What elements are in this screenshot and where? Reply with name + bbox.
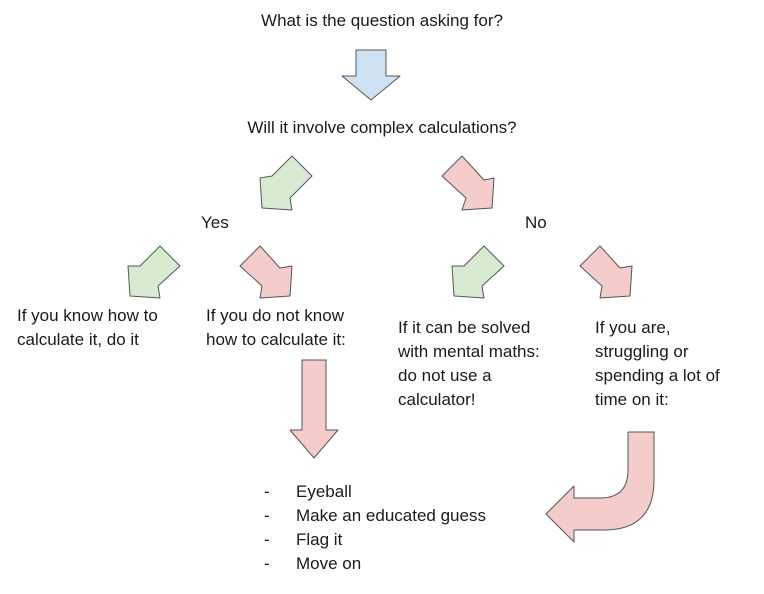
action-item: - Move on	[262, 552, 486, 576]
bullet-dash: -	[264, 506, 270, 525]
struggling-line-2: struggling or	[595, 342, 689, 361]
know-how-line-2: calculate it, do it	[17, 330, 139, 349]
no-label: No	[525, 213, 547, 232]
know-how-option: If you know how to calculate it, do it	[17, 304, 158, 352]
struggling-option: If you are, struggling or spending a lot…	[595, 316, 720, 412]
bullet-dash: -	[264, 482, 270, 501]
bullet-dash: -	[264, 554, 270, 573]
red-arrow-to-no	[441, 155, 495, 211]
action-flag-it: Flag it	[296, 530, 343, 549]
mental-maths-option: If it can be solved with mental maths: d…	[398, 316, 540, 412]
red-curved-arrow	[545, 431, 655, 543]
mental-line-2: with mental maths:	[398, 342, 540, 361]
action-educated-guess: Make an educated guess	[296, 506, 486, 525]
action-move-on: Move on	[296, 554, 362, 573]
blue-down-arrow	[341, 49, 401, 101]
mental-line-1: If it can be solved	[398, 318, 531, 337]
red-arrow-to-dont-know	[239, 245, 293, 299]
mental-line-4: calculator!	[398, 390, 476, 409]
struggling-line-4: time on it:	[595, 390, 669, 409]
green-arrow-to-yes	[259, 155, 313, 211]
yes-label: Yes	[201, 213, 229, 232]
dont-know-line-1: If you do not know	[206, 306, 344, 325]
red-long-down-arrow	[289, 359, 339, 459]
know-how-line-1: If you know how to	[17, 306, 158, 325]
red-arrow-to-struggling	[579, 245, 633, 299]
title-question: What is the question asking for?	[261, 11, 503, 30]
action-item: - Flag it	[262, 528, 486, 552]
action-list: - Eyeball - Make an educated guess - Fla…	[262, 480, 486, 576]
mental-line-3: do not use a	[398, 366, 492, 385]
action-eyeball: Eyeball	[296, 482, 352, 501]
action-item: - Eyeball	[262, 480, 486, 504]
green-arrow-to-mental	[451, 245, 505, 299]
struggling-line-1: If you are,	[595, 318, 671, 337]
dont-know-line-2: how to calculate it:	[206, 330, 346, 349]
action-item: - Make an educated guess	[262, 504, 486, 528]
dont-know-option: If you do not know how to calculate it:	[206, 304, 346, 352]
struggling-line-3: spending a lot of	[595, 366, 720, 385]
complex-calculations-question: Will it involve complex calculations?	[247, 118, 517, 137]
green-arrow-to-know	[127, 245, 181, 299]
bullet-dash: -	[264, 530, 270, 549]
